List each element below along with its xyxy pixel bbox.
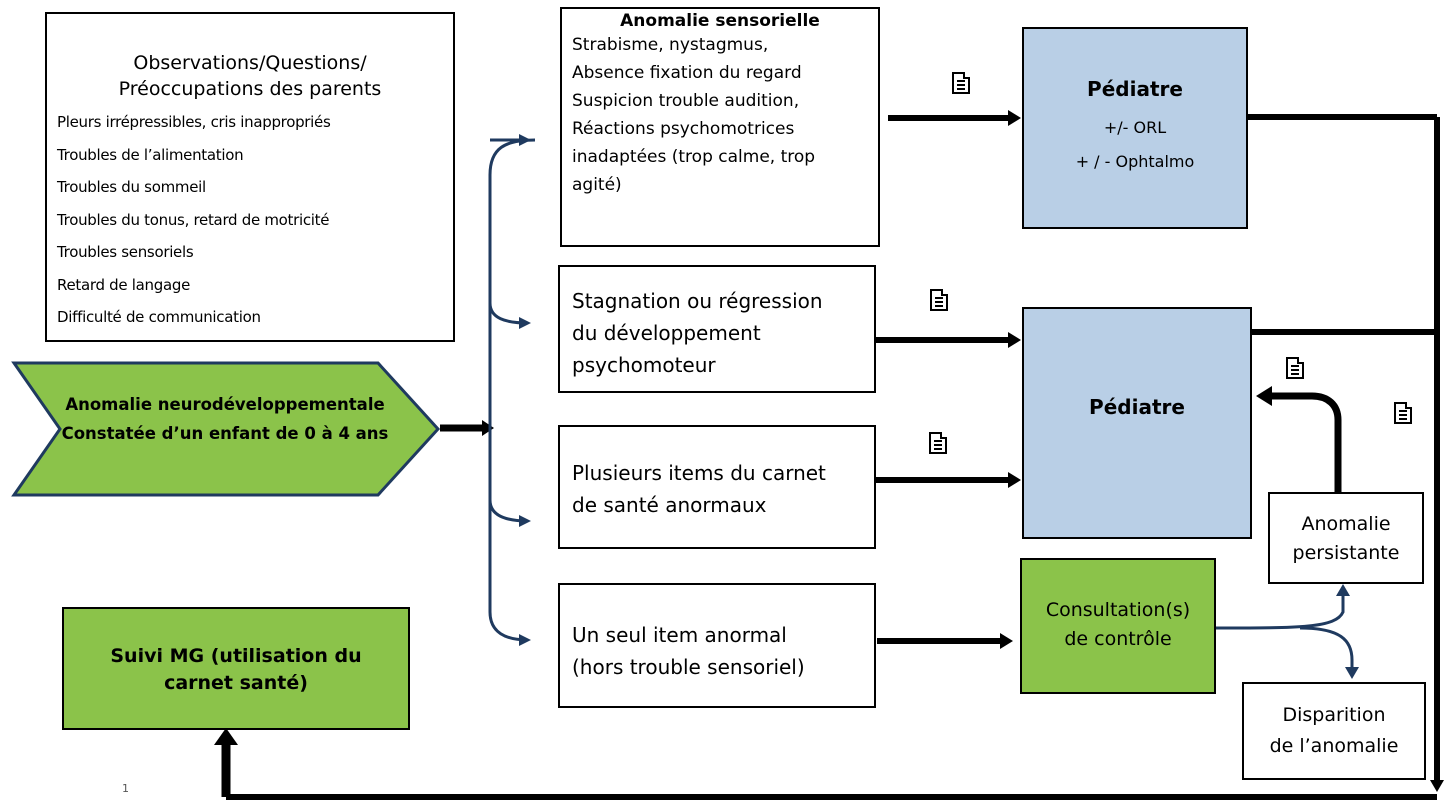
start-chevron (11, 361, 441, 497)
disparition-line-2: de l’anomalie (1269, 735, 1399, 757)
sensorial-line: Absence fixation du regard (572, 63, 802, 83)
suivi-line-2: carnet santé) (164, 672, 308, 694)
parents-item: Troubles de l’alimentation (57, 145, 244, 164)
several-line: de santé anormaux (572, 493, 767, 517)
stagnation-box: Stagnation ou régression du développemen… (558, 265, 876, 393)
start-line-1: Anomalie neurodéveloppementale (65, 395, 385, 414)
parents-item: Difficulté de communication (57, 308, 261, 326)
several-items-box: Plusieurs items du carnet de santé anorm… (558, 425, 876, 549)
disparition-line-1: Disparition (1282, 704, 1386, 726)
stagnation-line: psychomoteur (572, 353, 716, 377)
page-number: 1 (122, 782, 129, 795)
sensorial-anomaly-box: Anomalie sensorielle Strabisme, nystagmu… (560, 7, 880, 247)
arrow-persistante (1268, 392, 1342, 492)
consultation-line-1: Consultation(s) (1045, 599, 1191, 621)
parents-title-line-2: Préoccupations des parents (118, 78, 382, 100)
document-icon (929, 432, 947, 454)
several-line: Plusieurs items du carnet (572, 461, 826, 485)
branch-bracket (488, 138, 536, 646)
single-line: Un seul item anormal (572, 623, 787, 647)
single-item-box: Un seul item anormal (hors trouble senso… (558, 583, 876, 708)
pediatre-main-title: Pédiatre (1089, 395, 1185, 419)
consultation-split (1215, 593, 1345, 630)
document-icon (930, 289, 948, 311)
pediatre-top-ophtalmo: + / - Ophtalmo (1075, 152, 1195, 171)
document-icon (1394, 402, 1412, 424)
disparition-box: Disparition de l’anomalie (1242, 682, 1426, 780)
consultation-line-2: de contrôle (1064, 628, 1172, 650)
suivi-mg-box: Suivi MG (utilisation du carnet santé) (62, 607, 410, 730)
consultation-box: Consultation(s) de contrôle (1020, 558, 1216, 694)
stagnation-line: Stagnation ou régression (572, 289, 823, 313)
parents-item: Troubles du sommeil (57, 178, 206, 196)
parents-item: Troubles du tonus, retard de motricité (57, 210, 330, 229)
pediatre-main-box: Pédiatre (1022, 307, 1252, 539)
persistante-line-1: Anomalie (1301, 513, 1391, 535)
start-label: Anomalie neurodéveloppementale Constatée… (50, 390, 400, 448)
document-icon (952, 72, 970, 94)
single-line: (hors trouble sensoriel) (572, 655, 805, 679)
sensorial-title: Anomalie sensorielle (620, 11, 820, 31)
pediatre-top-title: Pédiatre (1087, 77, 1183, 101)
suivi-line-1: Suivi MG (utilisation du (110, 645, 362, 667)
stagnation-line: du développement (572, 321, 761, 345)
sensorial-line: Suspicion trouble audition, (572, 91, 800, 111)
document-icon (1286, 357, 1304, 379)
pediatre-ent-ophtalmo-box: Pédiatre +/- ORL + / - Ophtalmo (1022, 27, 1248, 229)
start-line-2: Constatée d’un enfant de 0 à 4 ans (61, 424, 389, 443)
parents-item: Retard de langage (57, 275, 190, 294)
sensorial-line: agité) (572, 175, 622, 195)
anomalie-persistante-box: Anomalie persistante (1268, 492, 1424, 584)
parents-title-line-1: Observations/Questions/ (133, 52, 367, 74)
parents-item: Pleurs irrépressibles, cris inappropriés (57, 113, 331, 131)
persistante-line-2: persistante (1292, 542, 1400, 564)
sensorial-line: Réactions psychomotrices (572, 119, 795, 139)
sensorial-line: Strabisme, nystagmus, (572, 35, 769, 55)
parents-observations-box: Observations/Questions/ Préoccupations d… (45, 12, 455, 342)
sensorial-line: inadaptées (trop calme, trop (572, 147, 816, 167)
parents-item: Troubles sensoriels (57, 243, 194, 261)
pediatre-top-orl: +/- ORL (1103, 118, 1167, 137)
